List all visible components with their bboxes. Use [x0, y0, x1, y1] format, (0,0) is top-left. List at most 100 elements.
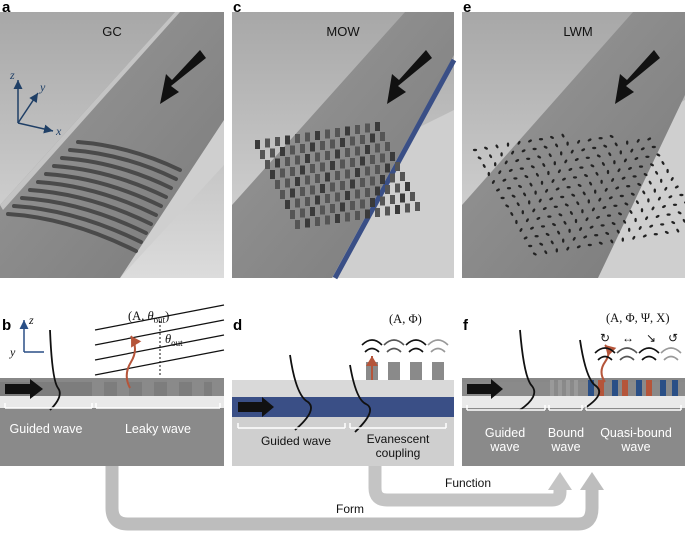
hole	[529, 182, 533, 187]
hole	[523, 236, 528, 240]
axis-z-label: z	[9, 68, 15, 82]
hole	[526, 157, 531, 160]
hole	[587, 138, 592, 142]
hole	[515, 219, 518, 225]
hole	[632, 175, 637, 178]
pillar	[355, 168, 360, 177]
hole	[615, 186, 620, 190]
pillar	[350, 179, 355, 189]
pillar	[275, 158, 280, 168]
hole	[602, 206, 607, 210]
blue-waveguide	[332, 58, 457, 280]
hole	[585, 156, 590, 159]
pillar	[290, 145, 295, 155]
hole	[524, 175, 529, 179]
pillar	[280, 168, 285, 178]
hole	[638, 165, 644, 168]
hole	[477, 156, 482, 160]
hole	[613, 204, 618, 207]
hole	[617, 168, 621, 173]
hole	[608, 196, 613, 200]
hole	[679, 193, 684, 197]
pillar	[330, 139, 335, 149]
region-label-coupling: coupling	[376, 446, 421, 460]
pillar	[300, 208, 305, 218]
hole	[596, 154, 601, 158]
hole	[600, 179, 603, 184]
hole	[564, 203, 569, 207]
hole	[585, 217, 589, 222]
form-label: Form	[336, 502, 364, 516]
panel-b: b z y (A, θout) θout Guided wave Leaky w…	[0, 304, 225, 466]
pillar	[275, 137, 280, 146]
hole	[562, 238, 565, 243]
pillar	[340, 138, 345, 147]
hole	[502, 178, 507, 182]
hole	[603, 144, 608, 148]
hole	[640, 147, 645, 151]
hole	[651, 206, 655, 211]
pillar	[315, 152, 320, 162]
hole	[576, 245, 581, 249]
region-label-leaky: Leaky wave	[125, 422, 191, 436]
panel-letter-f: f	[463, 317, 469, 334]
hole	[566, 246, 570, 251]
hole	[666, 213, 671, 216]
hole	[589, 225, 594, 229]
region-label-quasi-bound: Quasi-bound	[600, 426, 672, 440]
pillar	[385, 163, 390, 173]
hole	[518, 184, 522, 188]
hole	[626, 140, 629, 145]
emitted-phase-arcs	[361, 339, 449, 353]
axis-y-label-b: y	[9, 345, 16, 359]
hole	[555, 187, 560, 191]
pillar	[360, 135, 365, 144]
pillar	[295, 198, 300, 208]
mow-pillars-side	[366, 362, 444, 380]
pillar	[345, 191, 350, 200]
pillar	[395, 162, 400, 171]
pillar	[360, 199, 365, 209]
hole	[498, 170, 502, 175]
hole	[547, 215, 552, 218]
pillar	[305, 175, 310, 185]
pillar	[330, 204, 335, 213]
pillar	[345, 169, 350, 179]
function-label: Function	[445, 476, 491, 490]
hole	[530, 165, 535, 169]
hole	[579, 227, 583, 231]
pillar	[285, 178, 290, 188]
hole	[645, 216, 649, 221]
hole	[543, 145, 548, 149]
pillar	[375, 143, 380, 153]
hole	[626, 185, 631, 188]
panel-letter-b: b	[2, 317, 11, 334]
hole	[566, 186, 571, 189]
hole	[538, 198, 542, 203]
hole	[577, 139, 581, 144]
pillar	[335, 214, 340, 223]
pillar	[295, 177, 300, 186]
hole	[677, 211, 682, 215]
pillar	[325, 172, 330, 182]
hole	[545, 232, 550, 236]
pillar	[365, 123, 370, 133]
hole	[634, 217, 637, 223]
hole	[657, 196, 661, 201]
hole	[621, 237, 624, 242]
pillar	[350, 158, 355, 167]
pillar	[385, 185, 390, 194]
hole	[513, 177, 518, 180]
hole	[598, 241, 603, 245]
propagation-arrow-icon	[615, 50, 660, 104]
hole	[642, 190, 646, 195]
hole	[611, 178, 615, 182]
hole	[589, 181, 593, 186]
axis-triad: z y x	[9, 68, 62, 138]
hole	[572, 176, 578, 179]
hole	[484, 146, 488, 150]
hole	[528, 200, 531, 205]
hole	[496, 188, 500, 192]
hole	[538, 138, 544, 141]
hole	[551, 179, 555, 183]
